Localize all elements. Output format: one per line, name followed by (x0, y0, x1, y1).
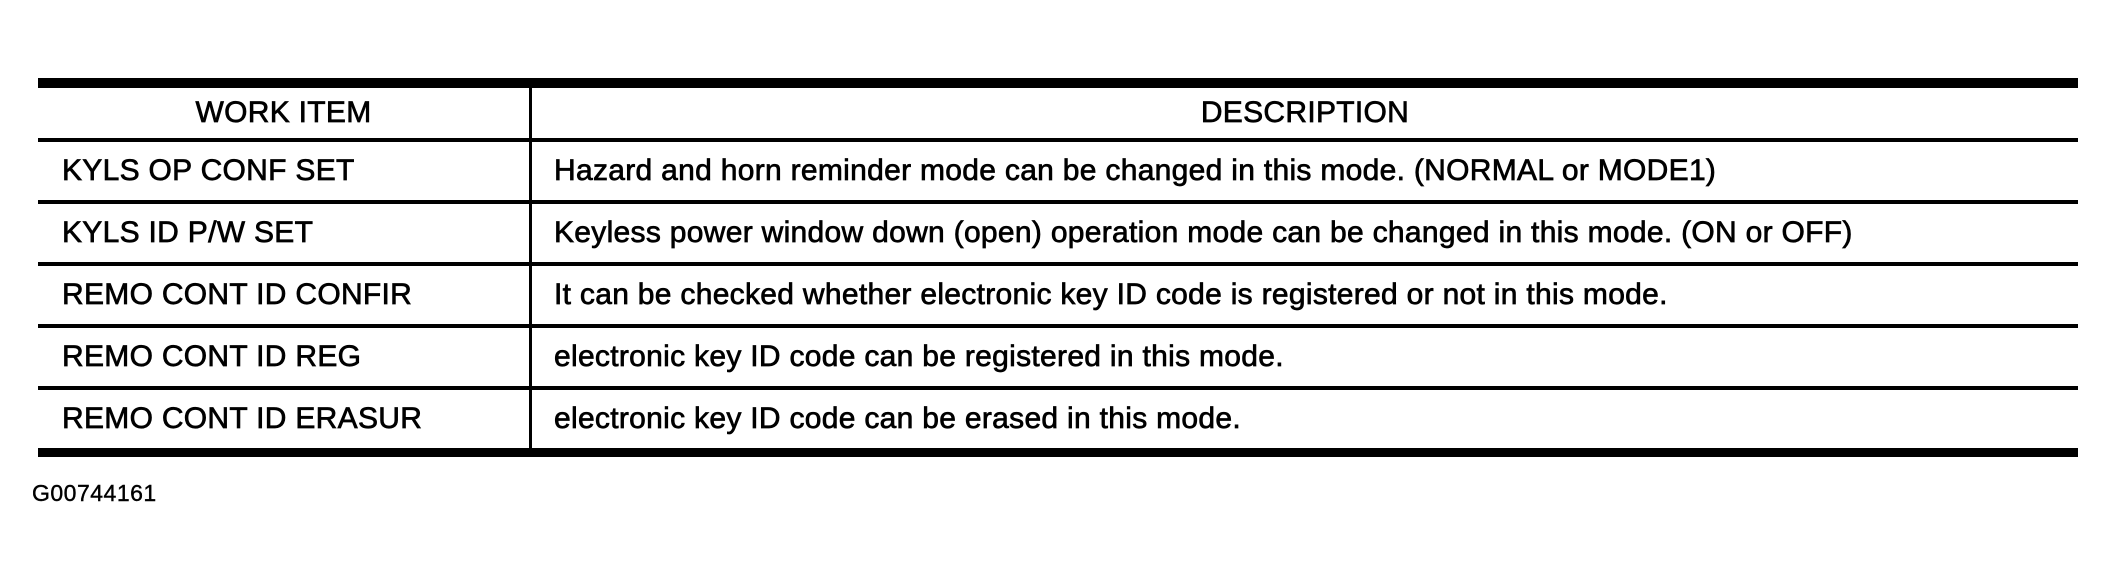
work-item-table: WORK ITEM DESCRIPTION KYLS OP CONF SET H… (38, 78, 2078, 457)
header-cell-description: DESCRIPTION (1200, 96, 1410, 130)
figure-caption: G00744161 (32, 480, 157, 506)
description-cell: Keyless power window down (open) operati… (554, 216, 1853, 250)
description-cell: electronic key ID code can be erased in … (554, 402, 1242, 436)
table-row: REMO CONT ID ERASUR electronic key ID co… (38, 390, 2078, 448)
table-row: KYLS OP CONF SET Hazard and horn reminde… (38, 142, 2078, 204)
work-item-cell: KYLS ID P/W SET (38, 204, 532, 262)
work-item-cell: REMO CONT ID ERASUR (38, 390, 532, 448)
table-row: KYLS ID P/W SET Keyless power window dow… (38, 204, 2078, 266)
description-cell: Hazard and horn reminder mode can be cha… (554, 154, 1717, 188)
work-item-cell: REMO CONT ID CONFIR (38, 266, 532, 324)
description-cell: electronic key ID code can be registered… (554, 340, 1284, 374)
work-item-cell: KYLS OP CONF SET (38, 142, 532, 200)
table-row: REMO CONT ID CONFIR It can be checked wh… (38, 266, 2078, 328)
table-row: REMO CONT ID REG electronic key ID code … (38, 328, 2078, 390)
work-item-cell: REMO CONT ID REG (38, 328, 532, 386)
description-cell: It can be checked whether electronic key… (554, 278, 1668, 312)
header-cell-work-item: WORK ITEM (38, 88, 532, 138)
table-header-row: WORK ITEM DESCRIPTION (38, 88, 2078, 142)
